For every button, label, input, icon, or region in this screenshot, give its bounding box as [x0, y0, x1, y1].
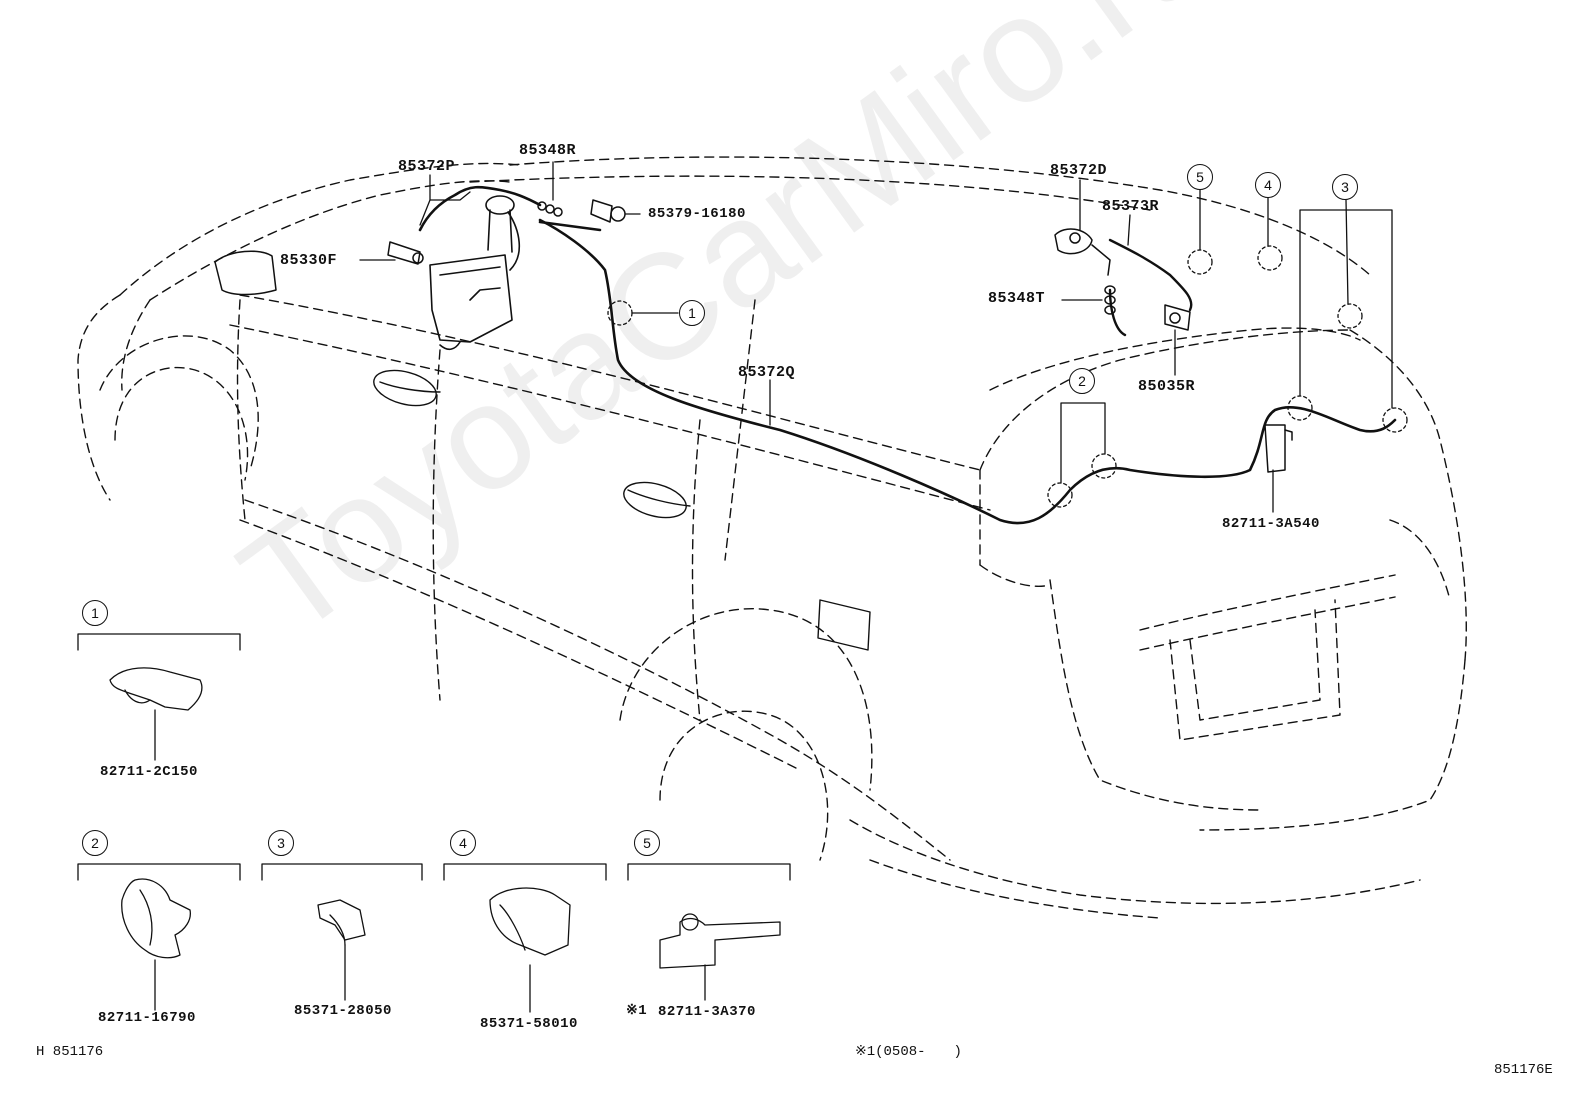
- label-85348T: 85348T: [988, 290, 1046, 307]
- detail-callout-3: 3: [268, 830, 294, 856]
- label-85372P: 85372P: [398, 158, 456, 175]
- detail-box-4: [443, 863, 607, 1013]
- diagram-code-right: 851176E: [1494, 1062, 1553, 1078]
- clip-82711-3A540: [1264, 424, 1293, 473]
- rear-nozzle-85035R: [1164, 304, 1191, 331]
- hose-clamp-markers: [607, 245, 1408, 508]
- label-85348R: 85348R: [519, 142, 577, 159]
- detail-callout-4: 4: [450, 830, 476, 856]
- label-85330F: 85330F: [280, 252, 338, 269]
- detail-box-5: [627, 863, 791, 1001]
- footnote: ※1(0508- ): [855, 1044, 962, 1060]
- callout-5-main: 5: [1187, 164, 1213, 190]
- detail-callout-2: 2: [82, 830, 108, 856]
- diagram-code-left: H 851176: [36, 1044, 104, 1060]
- door-handle-rear: [623, 481, 691, 519]
- washer-pump: [387, 241, 424, 265]
- detail-box-1: [77, 633, 241, 761]
- callout-4-main: 4: [1255, 172, 1281, 198]
- detail-part-4: 85371-58010: [480, 1016, 578, 1032]
- rear-hose-85373R: [1108, 238, 1193, 337]
- vehicle-body-outline: [77, 156, 1467, 919]
- detail-part-5: 82711-3A370: [658, 1004, 756, 1020]
- detail-note-5: ※1: [626, 1003, 648, 1019]
- label-85372D: 85372D: [1050, 162, 1108, 179]
- detail-part-1: 82711-2C150: [100, 764, 198, 780]
- detail-part-2: 82711-16790: [98, 1010, 196, 1026]
- callout-3-main: 3: [1332, 174, 1358, 200]
- connector-85348R: [537, 201, 563, 217]
- washer-hose: [418, 185, 1397, 525]
- label-85372Q: 85372Q: [738, 364, 796, 381]
- label-85379-16180: 85379-16180: [648, 206, 746, 222]
- label-85035R: 85035R: [1138, 378, 1196, 395]
- detail-callout-1: 1: [82, 600, 108, 626]
- detail-box-3: [261, 863, 423, 1001]
- rear-nozzle-85372D: [1054, 228, 1111, 276]
- side-mirror: [214, 250, 277, 296]
- fuel-lid: [817, 599, 871, 651]
- label-85373R: 85373R: [1102, 198, 1160, 215]
- detail-box-2: [77, 863, 241, 1011]
- callout-2-main: 2: [1069, 368, 1095, 394]
- detail-part-3: 85371-28050: [294, 1003, 392, 1019]
- leader-lines: [359, 161, 1393, 513]
- callout-1-main: 1: [679, 300, 705, 326]
- door-handle-front: [373, 369, 441, 407]
- nozzle-85379: [590, 199, 626, 223]
- label-82711-3A540: 82711-3A540: [1222, 516, 1320, 532]
- washer-tank: [429, 195, 521, 351]
- detail-callout-5: 5: [634, 830, 660, 856]
- connector-85348T: [1104, 285, 1116, 315]
